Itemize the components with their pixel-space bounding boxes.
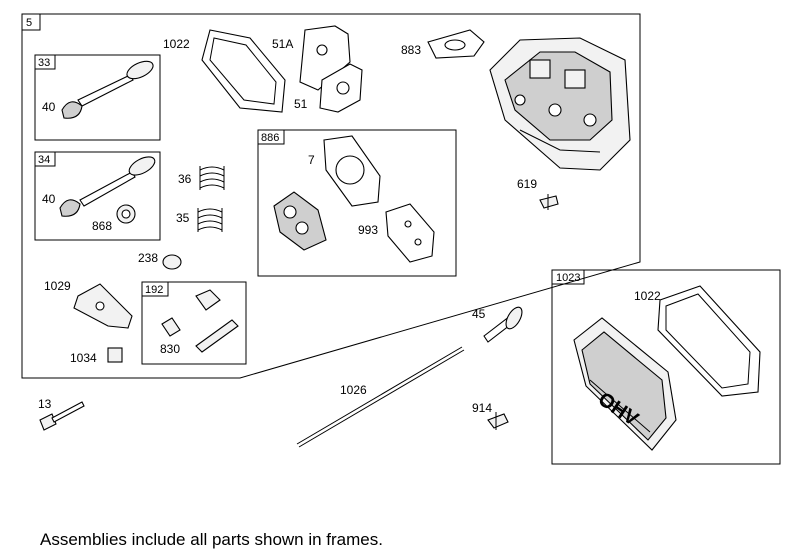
label-1026: 1026 [340,383,367,397]
frame-33-tag [34,54,56,70]
label-238: 238 [138,251,158,265]
screw-914-part [487,412,509,430]
frame-34 [34,151,161,241]
frame-192 [141,281,247,365]
frame-886-label: 886 [261,132,279,144]
label-1034: 1034 [70,351,97,365]
label-51a: 51A [272,37,293,51]
frame-33-label: 33 [38,57,50,69]
valve-33-part [61,60,154,119]
valve-cover-part [573,317,677,451]
label-40-b: 40 [42,192,56,206]
label-1022-top: 1022 [163,37,190,51]
frame-5 [21,13,641,379]
gasket-993-part [385,203,435,263]
frame-34-label: 34 [38,154,50,166]
frame-1023-tag [551,269,585,285]
label-993: 993 [358,223,378,237]
rod-1026-part [296,346,465,448]
label-883: 883 [401,43,421,57]
rocker-cover-gasket-part [201,29,286,113]
screw-619-part [539,194,559,210]
frame-886-tag [257,129,285,145]
label-1029: 1029 [44,279,71,293]
cap-238-part [162,254,182,270]
frame-5-label: 5 [26,17,32,29]
rocker-arm-part [73,283,133,329]
spring-36-part [199,166,225,190]
footer-note: Assemblies include all parts shown in fr… [40,530,383,549]
frame-1023-label: 1023 [556,272,580,284]
label-45: 45 [472,307,486,321]
gasket-883-part [427,29,485,59]
cylinder-head-part [489,37,631,171]
label-13: 13 [38,397,52,411]
label-7: 7 [308,153,315,167]
part-1034 [107,347,123,363]
label-1022-cover: 1022 [634,289,661,303]
label-914: 914 [472,401,492,415]
bolt-13-part [39,401,85,431]
label-35: 35 [176,211,190,225]
frame-1023 [551,269,781,465]
gasket-51a-part [299,25,351,91]
spring-35-part [197,208,223,232]
adjuster-192-part [161,289,239,353]
frame-192-tag [141,281,169,297]
label-830: 830 [160,342,180,356]
head-gasket-7-part [323,135,381,207]
frame-886 [257,129,457,277]
label-619: 619 [517,177,537,191]
gasket-51-part [319,63,363,113]
label-36: 36 [178,172,192,186]
push-rod-45-part [483,306,523,343]
intake-gasket-part [273,191,327,251]
label-40-a: 40 [42,100,56,114]
frame-192-label: 192 [145,284,163,296]
label-868: 868 [92,219,112,233]
valve-cover-gasket-part [657,285,761,397]
valve-34-part [59,156,156,224]
frame-34-tag [34,151,56,167]
frame-5-tag [21,13,41,31]
frame-33 [34,54,161,141]
label-51: 51 [294,97,308,111]
